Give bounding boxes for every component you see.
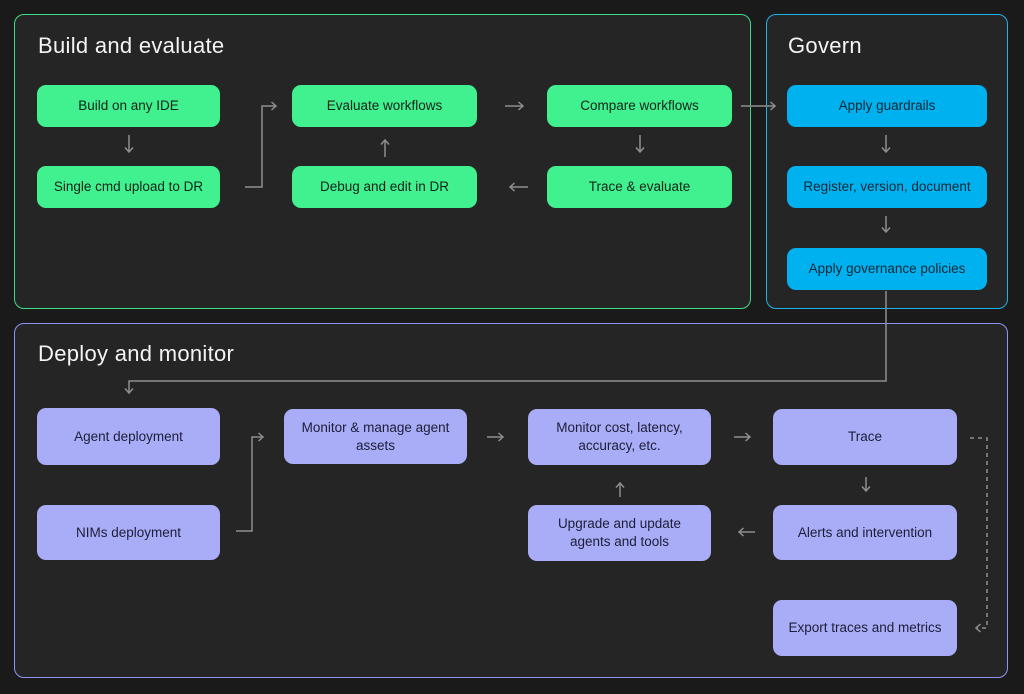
node-compare-workflows: Compare workflows bbox=[547, 85, 732, 127]
node-debug-and-edit: Debug and edit in DR bbox=[292, 166, 477, 208]
node-evaluate-workflows: Evaluate workflows bbox=[292, 85, 477, 127]
panel-title-deploy: Deploy and monitor bbox=[38, 341, 235, 366]
node-apply-guardrails: Apply guardrails bbox=[787, 85, 987, 127]
node-monitor-manage-agent-assets: Monitor & manage agent assets bbox=[284, 409, 467, 464]
node-trace-and-evaluate: Trace & evaluate bbox=[547, 166, 732, 208]
node-register-version-document: Register, version, document bbox=[787, 166, 987, 208]
node-monitor-cost-latency-accuracy: Monitor cost, latency, accuracy, etc. bbox=[528, 409, 711, 465]
node-export-traces-and-metrics: Export traces and metrics bbox=[773, 600, 957, 656]
node-single-cmd-upload: Single cmd upload to DR bbox=[37, 166, 220, 208]
node-nims-deployment: NIMs deployment bbox=[37, 505, 220, 560]
node-alerts-and-intervention: Alerts and intervention bbox=[773, 505, 957, 560]
panel-title-build: Build and evaluate bbox=[38, 33, 225, 58]
panel-build-and-evaluate bbox=[14, 14, 751, 309]
node-trace: Trace bbox=[773, 409, 957, 465]
node-apply-governance-policies: Apply governance policies bbox=[787, 248, 987, 290]
node-build-on-any-ide: Build on any IDE bbox=[37, 85, 220, 127]
panel-title-govern: Govern bbox=[788, 33, 862, 58]
node-upgrade-agents-and-tools: Upgrade and update agents and tools bbox=[528, 505, 711, 561]
node-agent-deployment: Agent deployment bbox=[37, 408, 220, 465]
